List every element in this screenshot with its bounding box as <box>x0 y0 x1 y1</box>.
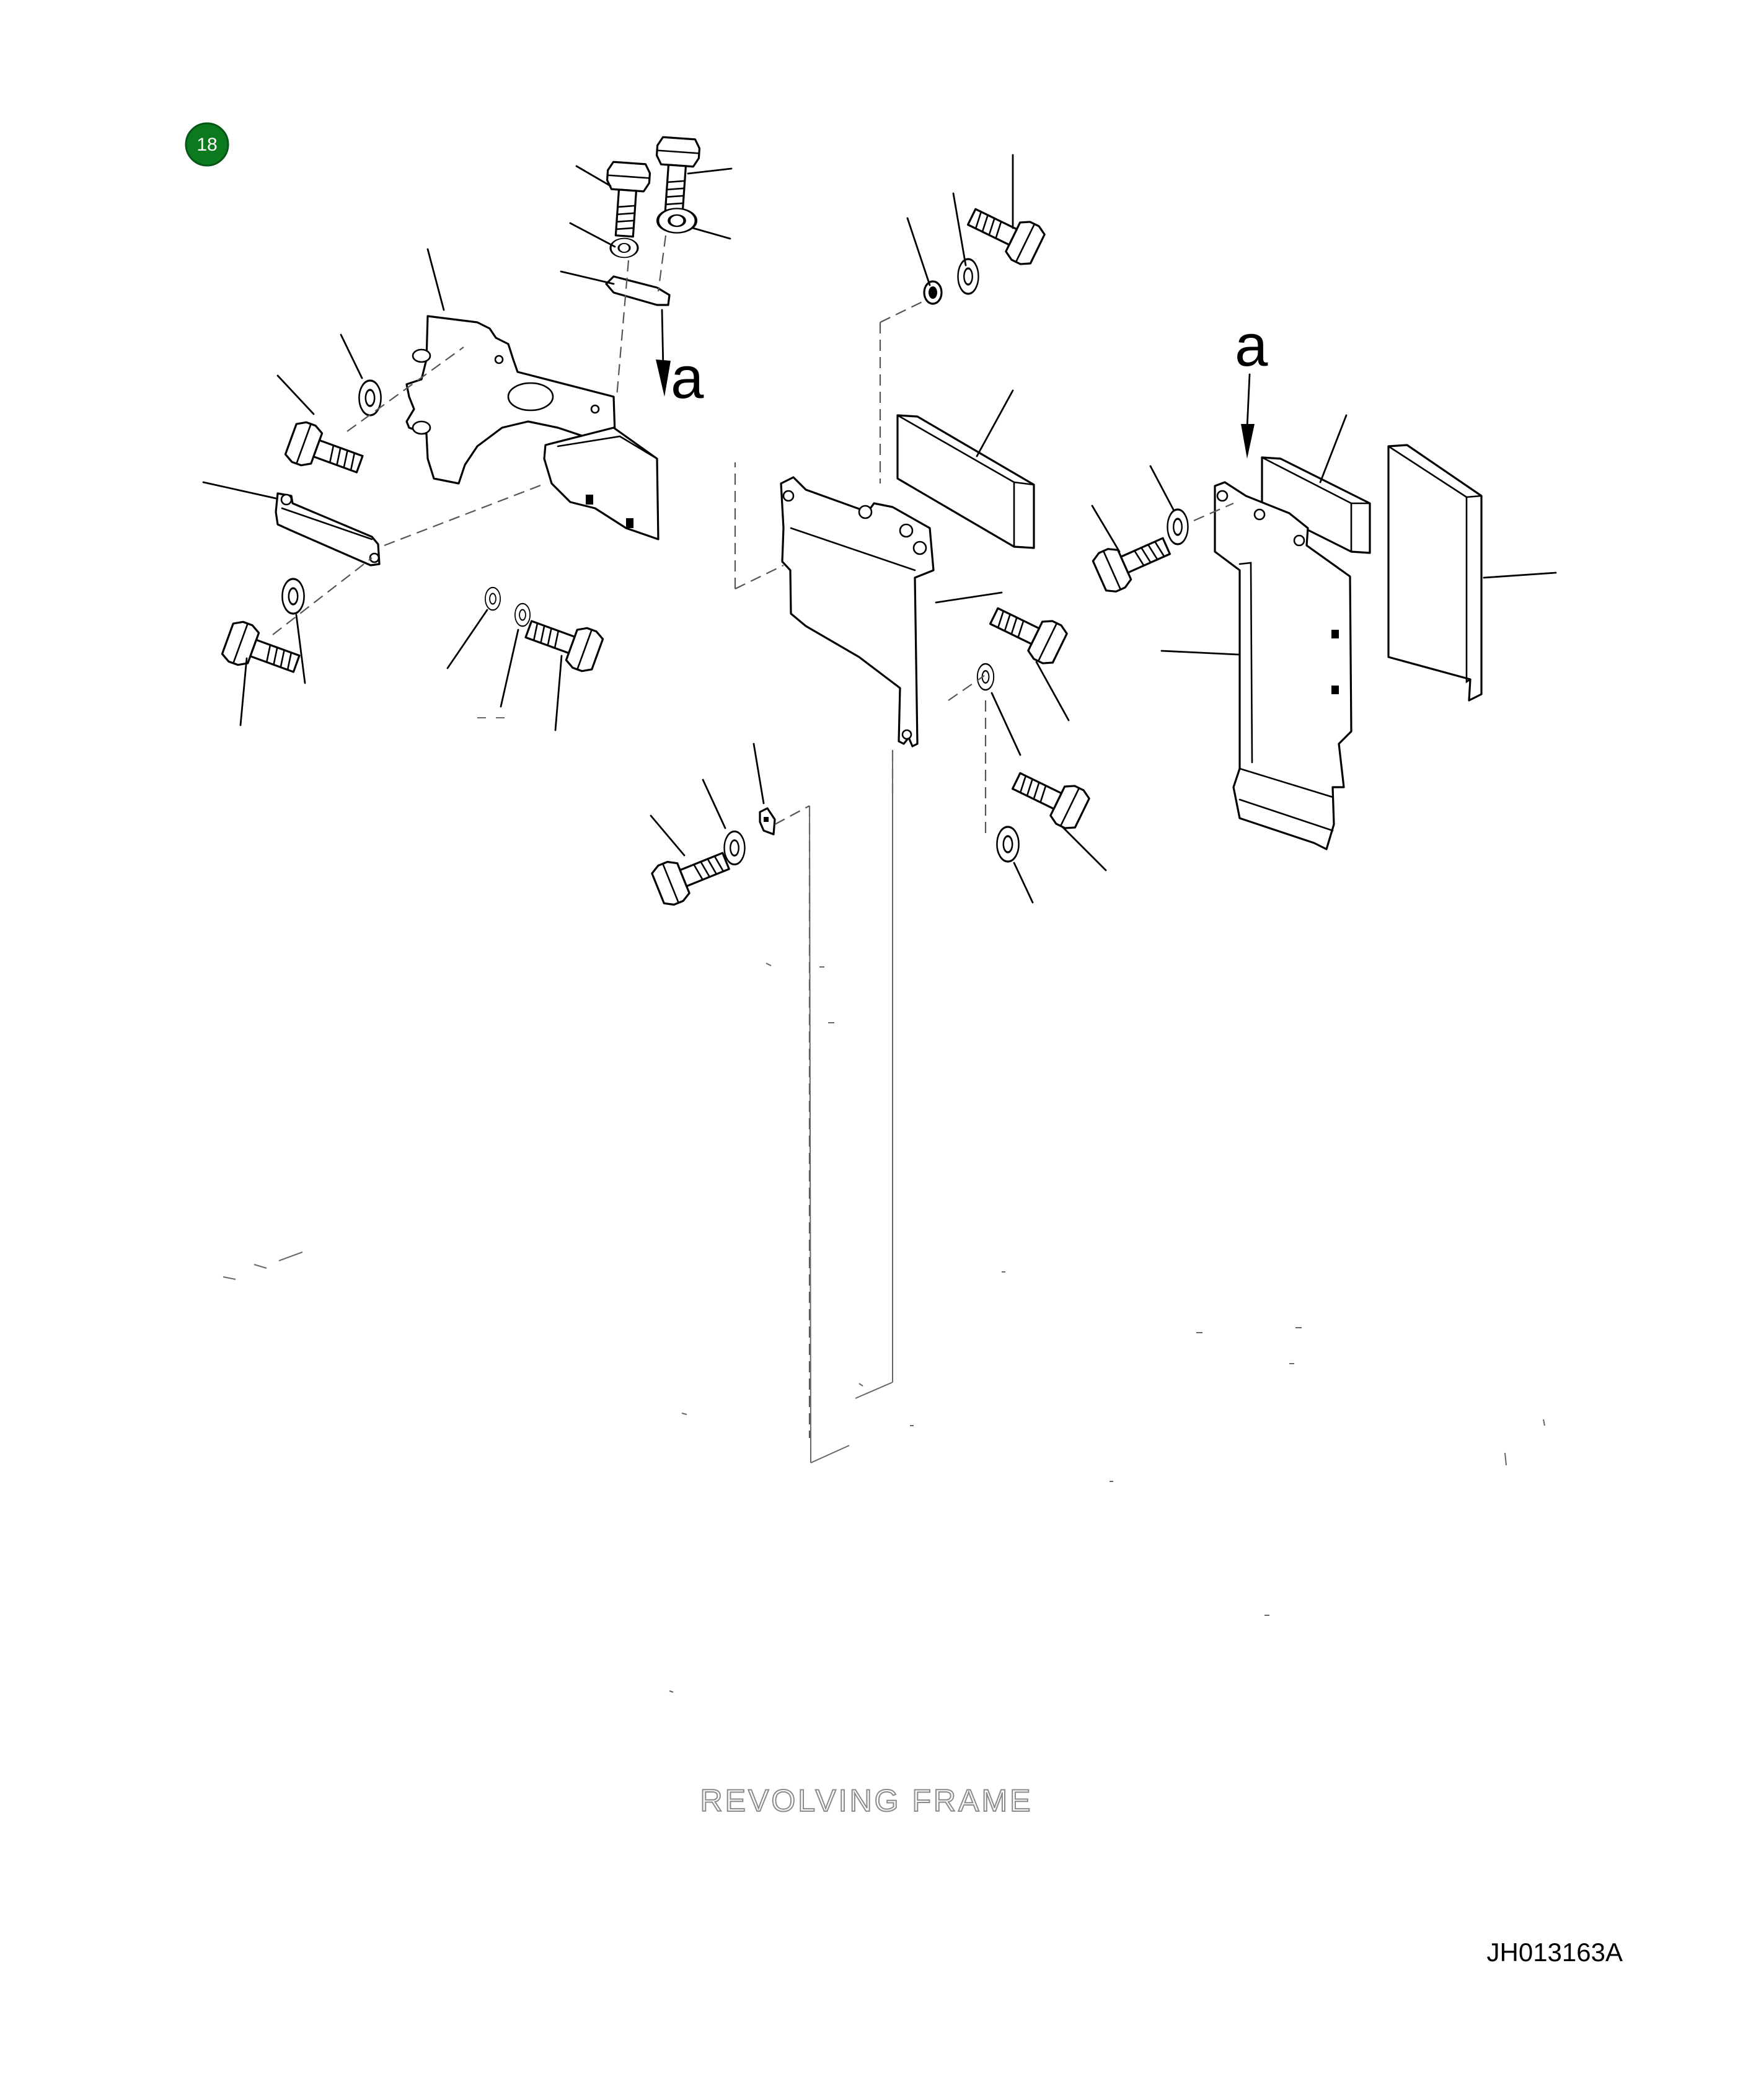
washer <box>956 258 980 295</box>
small-clip-group <box>649 743 811 1438</box>
foam-pad <box>896 414 1035 549</box>
faint-marks <box>223 1251 1545 1616</box>
washer <box>281 578 306 615</box>
bolt <box>651 136 702 214</box>
bolt <box>1006 761 1093 833</box>
lower-side-plate <box>543 426 660 540</box>
nut <box>923 280 943 305</box>
washer <box>723 830 746 866</box>
bolt <box>1090 526 1176 596</box>
washer <box>658 208 696 232</box>
washer <box>976 663 995 691</box>
washer <box>514 602 531 627</box>
right-bracket <box>1214 481 1352 850</box>
top-clamp-group <box>560 136 733 397</box>
bolt <box>649 840 735 909</box>
washer <box>995 826 1020 863</box>
washer <box>609 237 639 258</box>
small-bracket <box>275 492 381 567</box>
view-marker-left: a <box>671 345 704 411</box>
large-foam-panel <box>1387 444 1483 702</box>
washer <box>1166 508 1189 545</box>
center-cover-assembly <box>734 154 1107 904</box>
revolving-frame-label: REVOLVING FRAME <box>700 1783 1033 1818</box>
view-marker-right: a <box>1235 312 1268 379</box>
bolt <box>283 418 368 485</box>
bolt <box>520 608 606 676</box>
bolt <box>961 196 1048 269</box>
center-bracket <box>780 476 935 748</box>
bolt <box>602 161 652 239</box>
view-arrow-left: a <box>656 309 704 411</box>
bolt <box>219 617 305 685</box>
washer <box>484 586 501 611</box>
left-bracket-assembly <box>202 248 660 731</box>
callout-number: 18 <box>196 135 217 155</box>
right-cover-assembly: a <box>1090 312 1557 850</box>
callout-badge: 18 <box>185 122 229 167</box>
drawing-number: JH013163A <box>1487 1938 1623 1967</box>
frame-outline <box>669 750 893 1693</box>
bolt <box>984 596 1070 668</box>
